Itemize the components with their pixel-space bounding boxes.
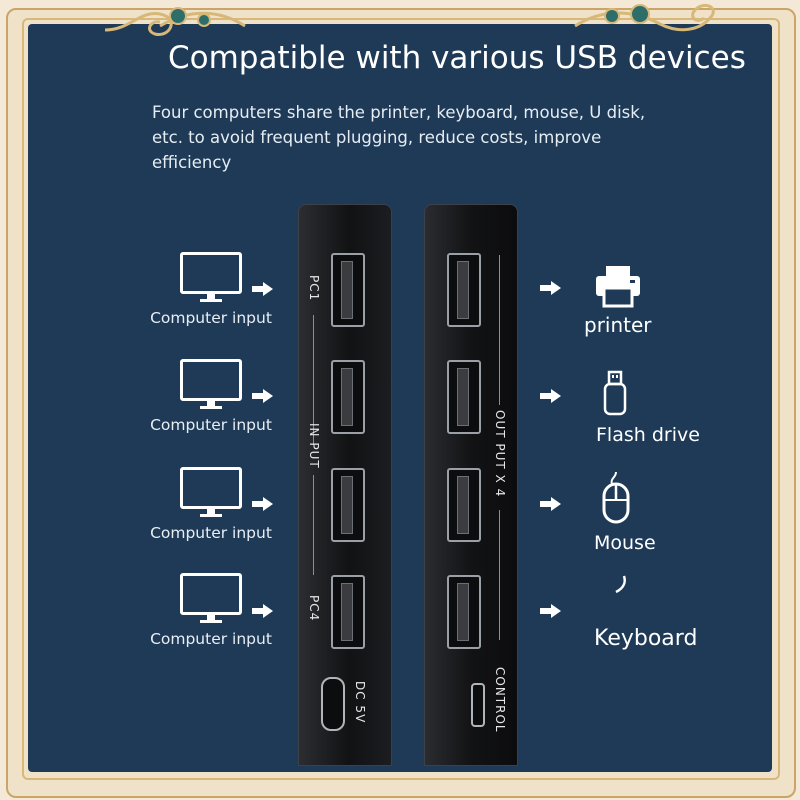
printer-icon [596, 266, 640, 308]
ornament-right-icon [574, 4, 715, 32]
flash-drive-icon [603, 370, 627, 416]
pc4-label: PC4 [307, 595, 321, 622]
output-label: Flash drive [596, 424, 700, 446]
arrow-right-icon [252, 282, 274, 296]
input-label: Computer input [150, 416, 272, 434]
input-port-label: IN PUT [307, 423, 321, 469]
usb-c-port [321, 677, 345, 731]
input-row-2: Computer input [146, 359, 276, 434]
monitor-icon [180, 467, 242, 517]
usb-port [447, 253, 481, 327]
monitor-icon [180, 573, 242, 623]
arrow-right-icon [540, 497, 562, 511]
ornament-left-icon [104, 7, 246, 36]
input-label: Computer input [150, 524, 272, 542]
input-label: Computer input [150, 630, 272, 648]
arrow-right-icon [540, 389, 562, 403]
input-label: Computer input [150, 309, 272, 327]
arrow-right-icon [252, 604, 274, 618]
arrow-right-icon [252, 389, 274, 403]
divider [313, 315, 314, 445]
divider [499, 510, 500, 640]
usb-port [331, 253, 365, 327]
input-row-4: Computer input [146, 573, 276, 648]
kvm-input-unit: PC1 IN PUT PC4 DC 5V [298, 204, 392, 766]
divider [499, 255, 500, 405]
mouse-icon [602, 471, 630, 524]
input-row-1: Computer input [146, 252, 276, 327]
usb-port [331, 468, 365, 542]
output-port-label: OUT PUT X 4 [493, 410, 507, 498]
output-label: Keyboard [594, 626, 698, 651]
headline-text: Compatible with various USB devices [168, 40, 746, 76]
divider [313, 475, 314, 575]
monitor-icon [180, 359, 242, 409]
usb-port [331, 575, 365, 649]
keyboard-icon [615, 575, 626, 594]
control-label: CONTROL [493, 667, 507, 733]
usb-port [447, 575, 481, 649]
usb-port [447, 468, 481, 542]
arrow-right-icon [252, 497, 274, 511]
main-panel [28, 24, 772, 772]
output-label: Mouse [594, 532, 656, 554]
usb-port [331, 360, 365, 434]
monitor-icon [180, 252, 242, 302]
description: Four computers share the printer, keyboa… [152, 103, 646, 172]
kvm-output-unit: OUT PUT X 4 CONTROL [424, 204, 518, 766]
usb-port [447, 360, 481, 434]
pc1-label: PC1 [307, 275, 321, 302]
micro-usb-port [471, 683, 485, 727]
output-label: printer [584, 313, 652, 337]
arrow-right-icon [540, 604, 562, 618]
arrow-right-icon [540, 281, 562, 295]
power-label: DC 5V [353, 681, 367, 724]
input-row-3: Computer input [146, 467, 276, 542]
